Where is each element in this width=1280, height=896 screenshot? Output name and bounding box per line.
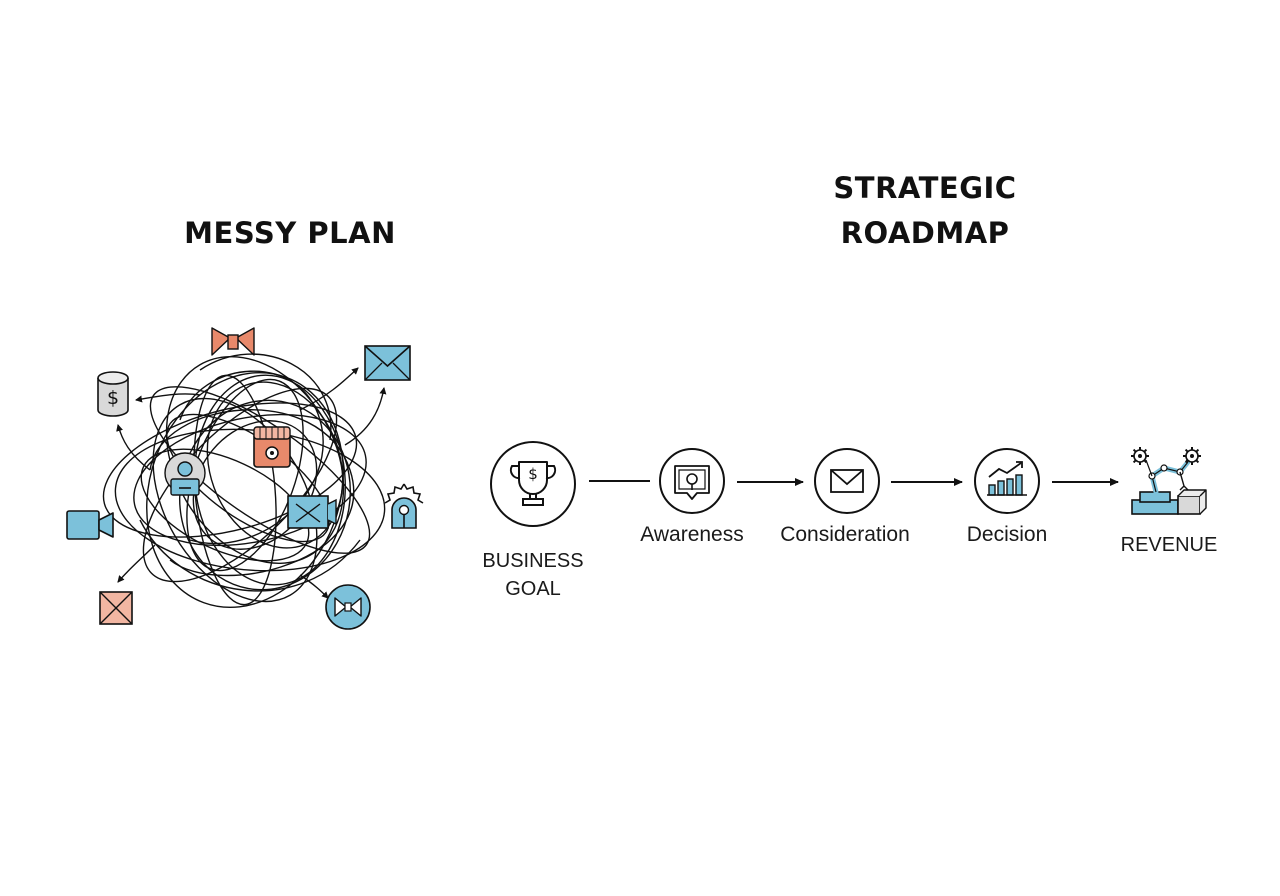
messy-plan-title: MESSY PLAN bbox=[184, 216, 396, 250]
envelope-icon bbox=[814, 448, 880, 514]
envelope-icon bbox=[364, 345, 411, 381]
step-label-awareness: Awareness bbox=[640, 523, 744, 546]
strategic-roadmap-title: STRATEGIC ROADMAP bbox=[775, 166, 1075, 256]
step-label-decision: Decision bbox=[966, 523, 1048, 546]
person-badge-icon bbox=[164, 452, 206, 496]
video-envelope-icon bbox=[287, 495, 337, 529]
svg-text:$: $ bbox=[107, 387, 119, 409]
bar-chart-icon bbox=[974, 448, 1040, 514]
video-camera-icon bbox=[66, 510, 114, 540]
messy-arrows bbox=[116, 367, 387, 599]
trophy-dollar-icon: $ bbox=[490, 441, 576, 527]
bow-tie-icon bbox=[211, 327, 255, 356]
dollar-can-icon: $ bbox=[97, 371, 129, 417]
robot-arm-gears-icon bbox=[1131, 447, 1207, 515]
svg-text:$: $ bbox=[528, 465, 538, 483]
chat-location-icon bbox=[659, 448, 725, 514]
gear-pin-icon bbox=[384, 483, 424, 529]
crossed-box-icon bbox=[99, 591, 133, 625]
step-label-consideration: Consideration bbox=[780, 523, 910, 546]
bow-tie-circle-icon bbox=[325, 584, 371, 630]
shop-icon bbox=[253, 426, 291, 468]
roadmap-connectors bbox=[589, 478, 1119, 486]
step-label-business-goal: BUSINESS GOAL bbox=[482, 550, 584, 600]
step-label-revenue: REVENUE bbox=[1120, 534, 1218, 556]
roadmap-title-line-1: STRATEGIC bbox=[833, 171, 1017, 205]
roadmap-title-line-2: ROADMAP bbox=[840, 216, 1010, 250]
